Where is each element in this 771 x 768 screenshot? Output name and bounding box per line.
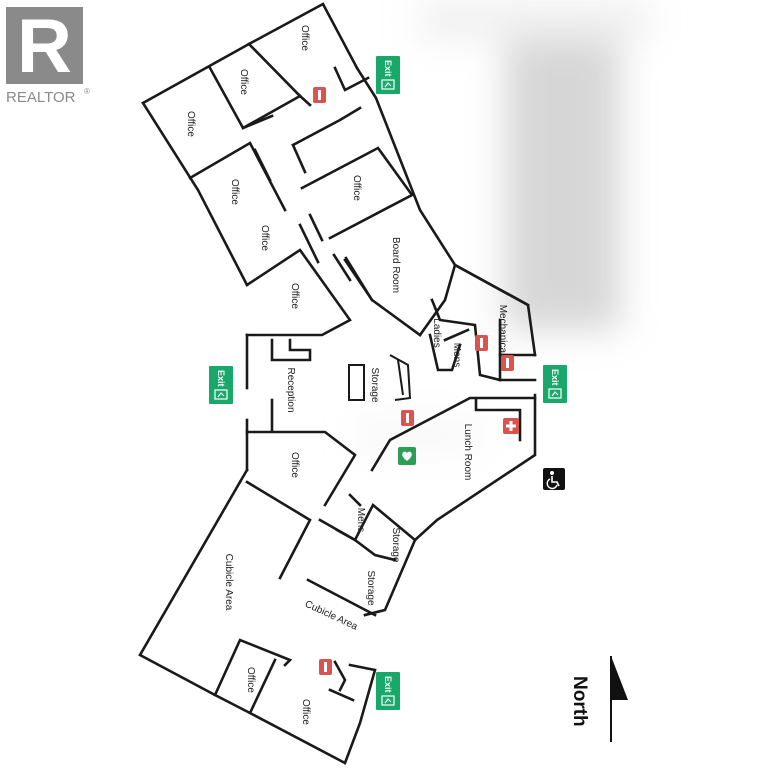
label-office-3: Office (185, 111, 196, 137)
fire-extinguisher-icon (501, 355, 514, 371)
brand-name: REALTOR (6, 89, 76, 106)
label-office-10: Office (300, 699, 311, 725)
fire-extinguisher-icon (313, 87, 326, 103)
label-mens-1: Mens (451, 343, 462, 367)
label-office-8: Office (289, 452, 300, 478)
label-office-9: Office (245, 667, 256, 693)
fire-extinguisher-icon (319, 659, 332, 675)
exit-sign-text: Exit (550, 369, 560, 386)
room-labels: Office Office Office Office Office Offic… (185, 25, 508, 725)
exit-sign-east: Exit (543, 365, 567, 403)
label-storage-3: Storage (365, 570, 376, 605)
exit-sign-text: Exit (383, 676, 393, 693)
label-storage-center: Storage (369, 367, 380, 402)
label-reception: Reception (285, 367, 296, 412)
label-ladies: Ladies (431, 318, 442, 347)
exit-sign-text: Exit (383, 60, 393, 77)
fire-extinguisher-icon (401, 410, 414, 426)
label-board-room: Board Room (390, 237, 401, 293)
exit-sign-icon (381, 79, 395, 90)
aed-icon (398, 447, 416, 465)
exit-sign-icon (214, 389, 228, 400)
brand-reg-mark: ® (84, 87, 90, 96)
label-office-2: Office (238, 69, 249, 95)
label-office-5: Office (259, 225, 270, 251)
label-mens-2: Mens (355, 508, 366, 532)
exit-sign-west: Exit (209, 366, 233, 404)
exit-sign-text: Exit (216, 370, 226, 387)
label-lunch-room: Lunch Room (462, 424, 473, 481)
exit-sign-icon (548, 388, 562, 399)
label-office-4: Office (229, 179, 240, 205)
label-mechanical: Mechanical (497, 305, 508, 356)
walls (138, 2, 537, 765)
label-office-7: Office (289, 283, 300, 309)
fire-extinguisher-icon (475, 335, 488, 351)
realtor-logo: R REALTOR ® (6, 4, 90, 106)
compass-label: North (569, 676, 590, 727)
first-aid-icon (503, 418, 519, 434)
blurred-area (360, 0, 650, 450)
label-office-top: Office (299, 25, 310, 51)
exit-sign-south: Exit (376, 672, 400, 710)
exit-sign-icon (381, 695, 395, 706)
logo-letter: R (17, 4, 72, 89)
north-arrow-icon (610, 656, 628, 742)
accessible-icon (543, 468, 565, 490)
label-cubicle-area-1: Cubicle Area (223, 554, 234, 611)
label-office-6: Office (351, 175, 362, 201)
label-storage-2: Storage (390, 527, 401, 562)
exit-sign-top: Exit (376, 56, 400, 94)
